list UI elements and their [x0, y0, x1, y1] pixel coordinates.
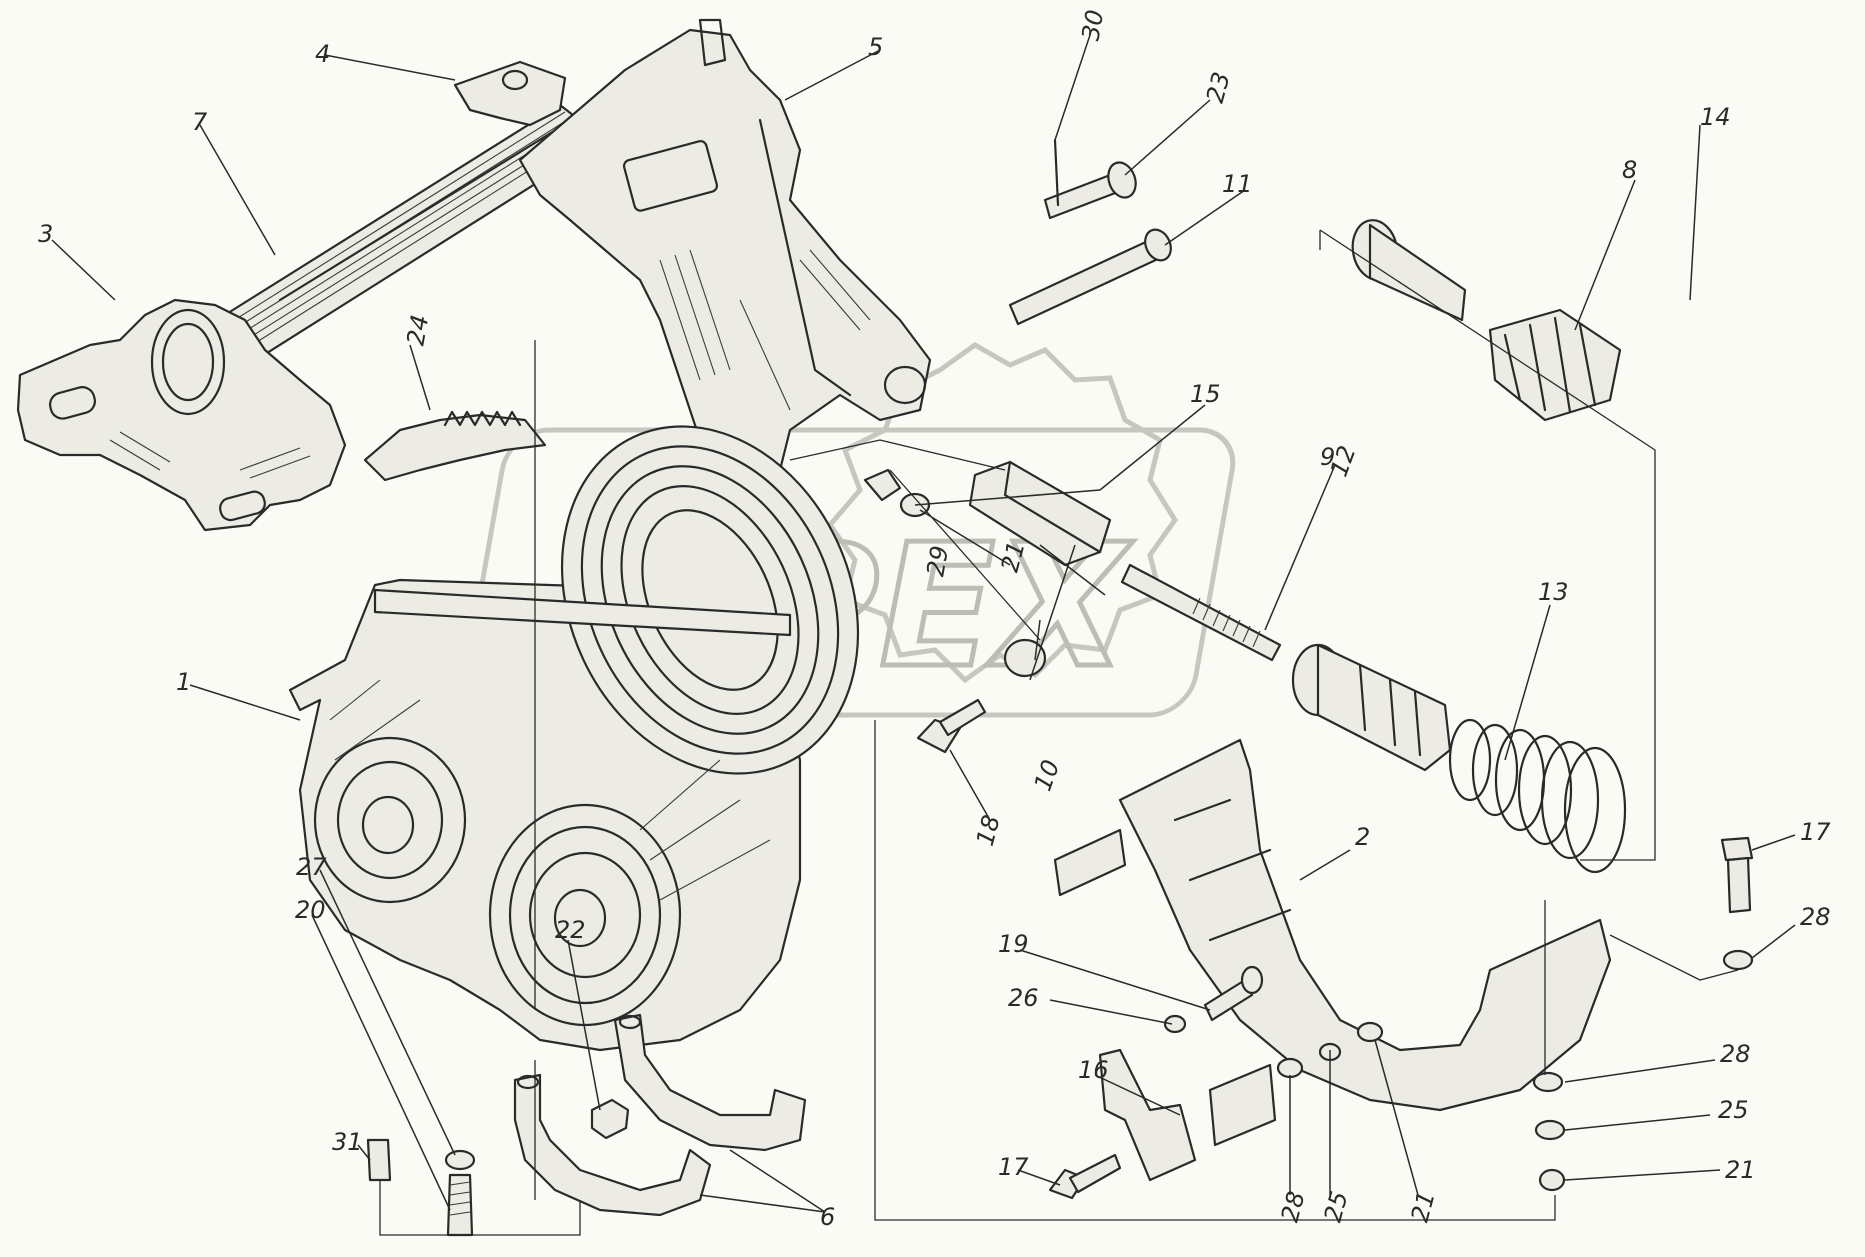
part-saddle-front — [16, 298, 347, 532]
callout-3: 3 — [38, 220, 53, 248]
part-spring-13 — [1448, 718, 1627, 874]
callout-19: 19 — [998, 930, 1029, 958]
callout-14: 14 — [1700, 103, 1731, 131]
callout-18: 18 — [971, 812, 1006, 849]
part-spiral-8 — [1488, 308, 1622, 422]
part-clamps — [513, 1013, 807, 1217]
callout-21-b: 21 — [1725, 1156, 1756, 1184]
part-gearbox — [288, 425, 860, 1052]
callout-11: 11 — [1222, 170, 1253, 198]
callout-26: 26 — [1008, 984, 1039, 1012]
part-bolt-19 — [1203, 965, 1264, 1022]
part-threaded-rod-12 — [1120, 563, 1282, 662]
callout-24: 24 — [401, 313, 434, 348]
part-sleeve-9 — [1291, 643, 1452, 772]
callout-6: 6 — [820, 1203, 835, 1231]
callout-1: 1 — [176, 668, 191, 696]
callout-28-c: 28 — [1720, 1040, 1751, 1068]
part-pin-11 — [1008, 228, 1172, 326]
callout-25-b: 25 — [1718, 1096, 1749, 1124]
part-bolt-set-left — [366, 1138, 476, 1237]
callout-27: 27 — [296, 853, 327, 881]
callout-16: 16 — [1078, 1056, 1109, 1084]
part-pin-23 — [1043, 138, 1137, 220]
part-grease-nipple — [590, 1098, 630, 1140]
callout-13: 13 — [1538, 578, 1569, 606]
part-washer-stack — [1532, 1071, 1566, 1192]
part-bracket-rear — [453, 18, 932, 472]
part-bolt-17-bottom — [1048, 1153, 1122, 1200]
callout-31: 31 — [332, 1128, 363, 1156]
callout-4: 4 — [315, 40, 330, 68]
callout-17-bottom: 17 — [998, 1153, 1029, 1181]
callout-20: 20 — [295, 896, 326, 924]
part-toothed-segment — [363, 410, 547, 482]
callout-17-right: 17 — [1800, 818, 1831, 846]
callout-5: 5 — [868, 33, 883, 61]
callout-10: 10 — [1029, 756, 1066, 794]
callout-15: 15 — [1190, 380, 1221, 408]
leader-lines — [51, 34, 1796, 1213]
part-sleeve-14 — [1351, 219, 1467, 322]
callout-28-a: 28 — [1800, 903, 1831, 931]
part-bracket-16 — [1098, 1048, 1277, 1182]
part-bolt-17-right — [1720, 836, 1754, 971]
part-strap-2 — [1053, 738, 1612, 1112]
watermark-gear — [826, 342, 1179, 684]
callout-2: 2 — [1355, 823, 1370, 851]
callout-23: 23 — [1201, 69, 1236, 106]
callout-7: 7 — [192, 108, 208, 136]
callout-9: 9 — [1320, 443, 1335, 471]
callout-30: 30 — [1076, 8, 1109, 43]
callout-22: 22 — [555, 916, 586, 944]
assembly-lines — [379, 229, 1739, 1236]
part-block-15 — [968, 460, 1112, 567]
part-lock-plate-29 — [863, 468, 931, 518]
callout-29: 29 — [921, 544, 954, 579]
callout-8: 8 — [1622, 156, 1637, 184]
